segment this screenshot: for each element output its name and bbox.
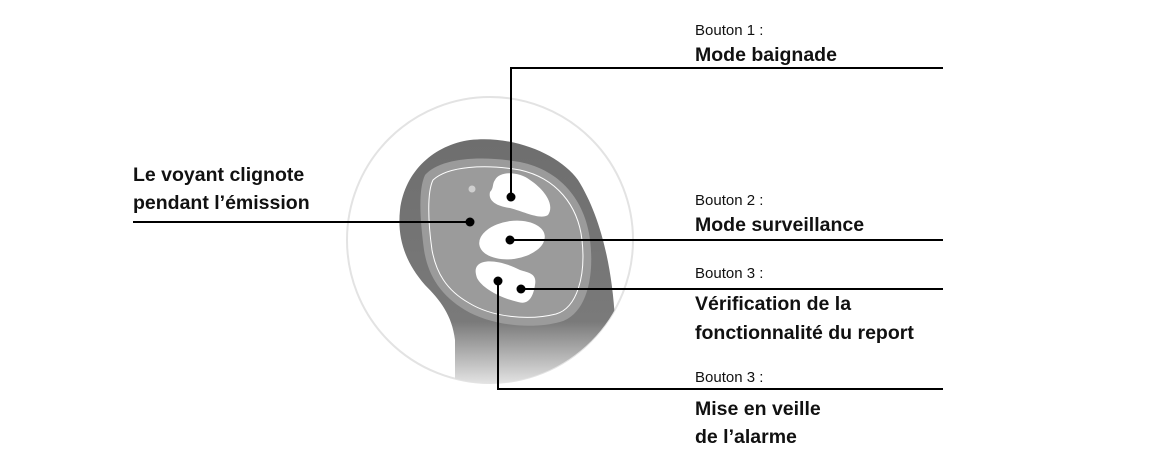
led-indicator — [468, 185, 476, 193]
button3a-line2: fonctionnalité du report — [695, 322, 914, 344]
led-text-line1: Le voyant clignote — [133, 164, 304, 186]
button3b-leader-line — [497, 281, 943, 390]
button1-label: Bouton 1 : — [695, 22, 763, 39]
button1-title: Mode baignade — [695, 44, 837, 66]
button2-title: Mode surveillance — [695, 214, 864, 236]
face-outline — [428, 166, 584, 318]
button-1[interactable] — [489, 173, 551, 217]
button3b-label: Bouton 3 : — [695, 369, 763, 386]
led-text-line2: pendant l’émission — [133, 192, 310, 214]
button3b-line2: de l’alarme — [695, 426, 797, 448]
button3a-line1: Vérification de la — [695, 293, 851, 315]
device-illustration — [399, 139, 620, 383]
button3b-line1: Mise en veille — [695, 398, 821, 420]
button1-leader-line — [510, 67, 943, 197]
button2-label: Bouton 2 : — [695, 192, 763, 209]
button3a-label: Bouton 3 : — [695, 265, 763, 282]
